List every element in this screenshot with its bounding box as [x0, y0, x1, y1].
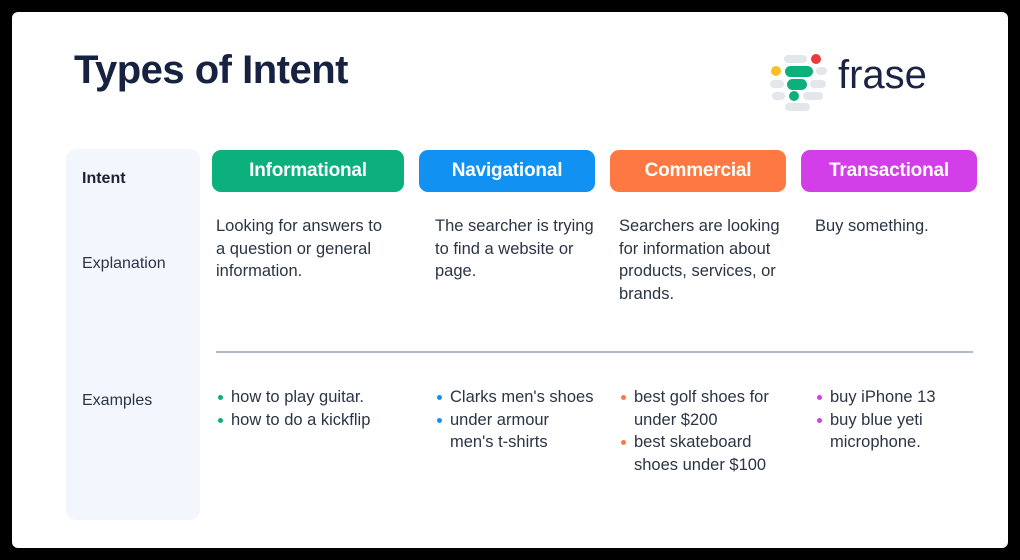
- logo-bar-gray-2: [816, 67, 827, 75]
- examples-transactional: buy iPhone 13 buy blue yeti microphone.: [815, 386, 980, 454]
- section-divider: [216, 351, 973, 353]
- examples-list-informational: how to play guitar. how to do a kickflip: [216, 386, 401, 431]
- column-header-commercial[interactable]: Commercial: [610, 150, 786, 192]
- list-item: under armour men's t-shirts: [435, 409, 595, 454]
- list-item: best skateboard shoes under $100: [619, 431, 799, 476]
- row-label-explanation: Explanation: [82, 255, 166, 272]
- explanation-informational: Looking for answers to a question or gen…: [216, 217, 383, 280]
- list-item: best golf shoes for under $200: [619, 386, 799, 431]
- logo-bar-green-2: [787, 79, 807, 90]
- frase-logo-mark: [770, 52, 827, 111]
- logo-bar-gray-7: [785, 103, 810, 111]
- examples-navigational: Clarks men's shoes under armour men's t-…: [435, 386, 595, 454]
- explanation-navigational: The searcher is trying to find a website…: [435, 217, 594, 280]
- logo-bar-gray-6: [803, 92, 823, 100]
- explanation-transactional: Buy something.: [815, 217, 929, 235]
- infographic-card: Types of Intent frase: [12, 12, 1008, 548]
- logo-dot-red: [811, 54, 821, 64]
- examples-list-navigational: Clarks men's shoes under armour men's t-…: [435, 386, 595, 454]
- frase-logo: frase: [770, 42, 970, 112]
- examples-commercial: best golf shoes for under $200 best skat…: [619, 386, 799, 476]
- logo-bar-green-1: [785, 66, 813, 77]
- column-header-navigational[interactable]: Navigational: [419, 150, 595, 192]
- list-item: how to do a kickflip: [216, 409, 401, 432]
- list-item: Clarks men's shoes: [435, 386, 595, 409]
- page-title: Types of Intent: [74, 48, 348, 92]
- examples-informational: how to play guitar. how to do a kickflip: [216, 386, 401, 431]
- row-label-intent: Intent: [82, 170, 126, 187]
- list-item: buy iPhone 13: [815, 386, 980, 409]
- logo-bar-gray-3: [770, 80, 784, 88]
- row-label-examples: Examples: [82, 392, 153, 409]
- intent-column-panel: [66, 149, 200, 520]
- list-item: how to play guitar.: [216, 386, 401, 409]
- explanation-commercial: Searchers are looking for information ab…: [619, 217, 780, 303]
- logo-dot-green: [789, 91, 799, 101]
- frase-wordmark: frase: [838, 53, 927, 97]
- logo-dot-yellow: [771, 66, 781, 76]
- column-header-transactional[interactable]: Transactional: [801, 150, 977, 192]
- column-header-informational[interactable]: Informational: [212, 150, 404, 192]
- logo-bar-gray-4: [810, 80, 826, 88]
- list-item: buy blue yeti microphone.: [815, 409, 980, 454]
- examples-list-commercial: best golf shoes for under $200 best skat…: [619, 386, 799, 476]
- examples-list-transactional: buy iPhone 13 buy blue yeti microphone.: [815, 386, 980, 454]
- logo-bar-gray-5: [772, 92, 785, 100]
- logo-bar-gray-1: [784, 55, 807, 63]
